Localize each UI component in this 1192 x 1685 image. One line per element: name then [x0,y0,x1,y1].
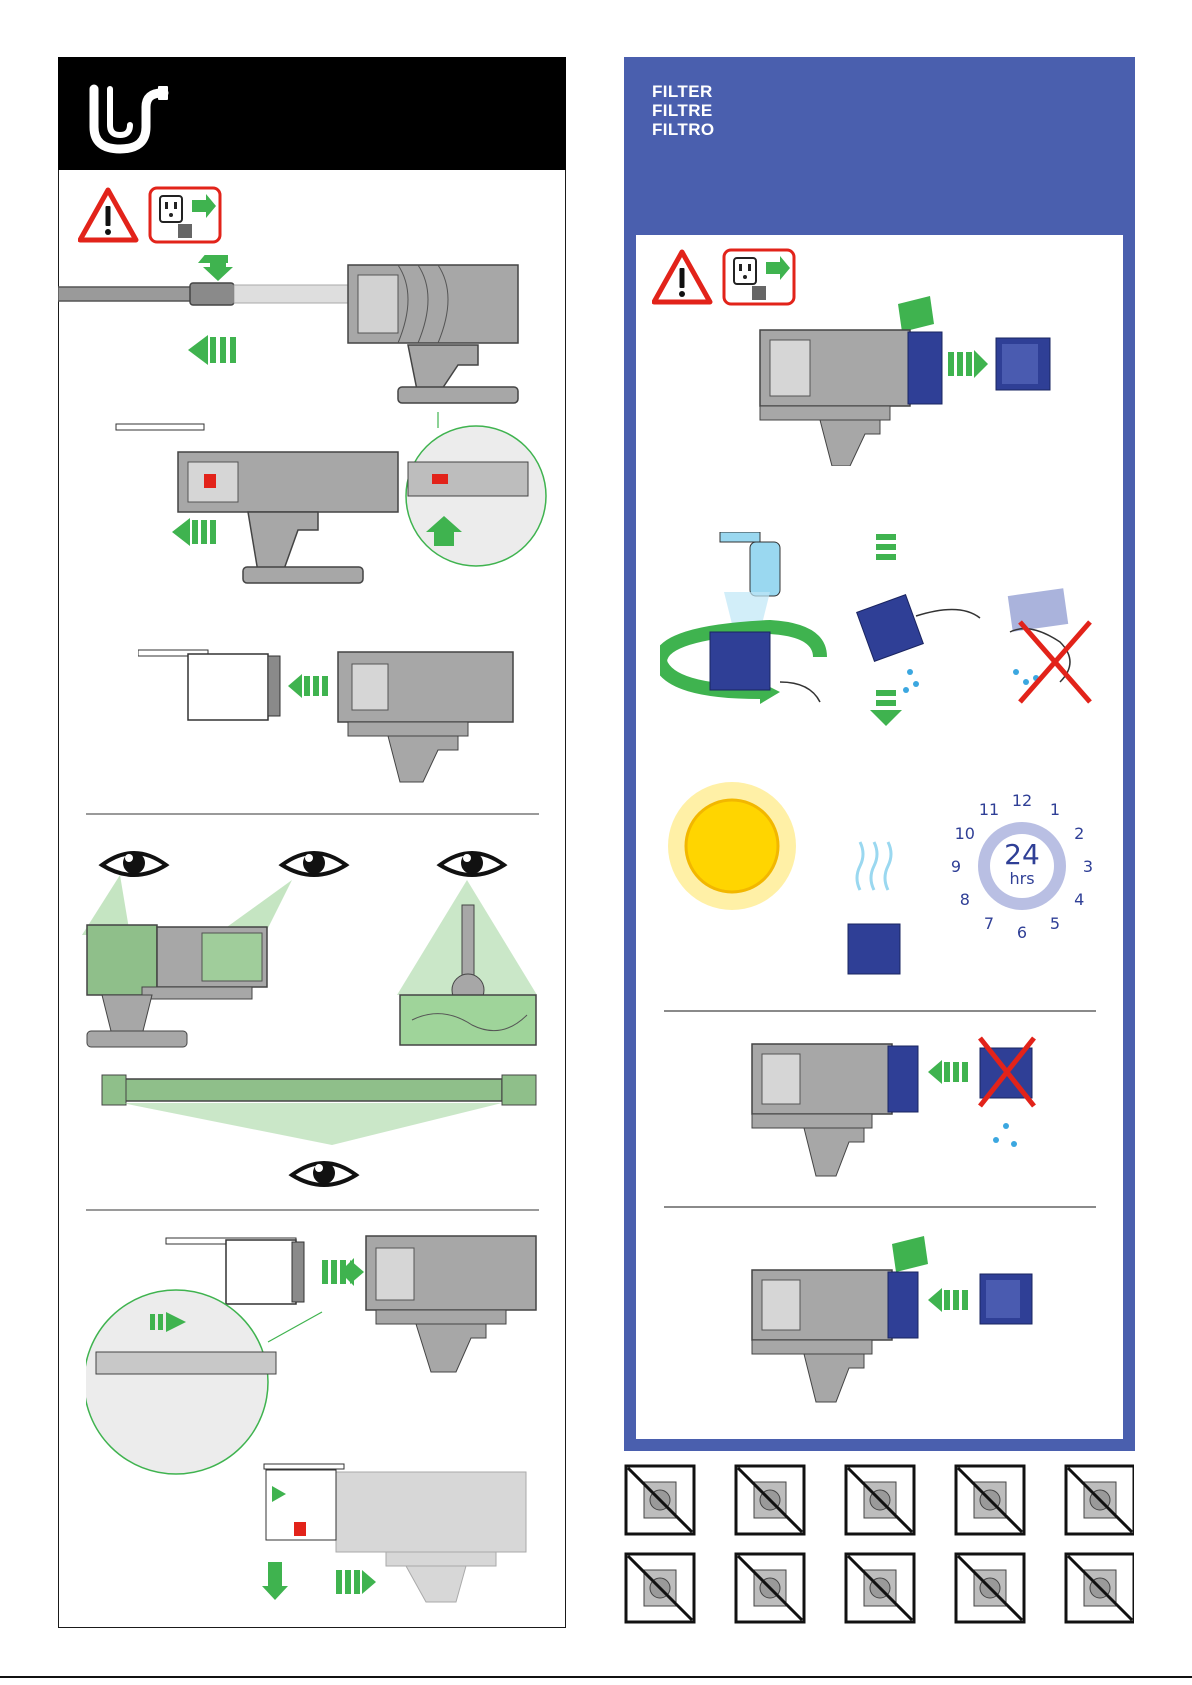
filter-wet-warning-illustration [744,1036,1044,1186]
hose-u-icon [58,57,566,170]
warning-unplug-group [78,186,223,244]
unplug-socket-icon [150,188,220,242]
sun-icon [668,782,796,910]
filter-divider-1 [664,1010,1096,1012]
clock-hours-value: 24 [1004,838,1040,871]
eye-icon [282,852,346,875]
left-divider-2 [86,1209,539,1211]
warning-triangle-icon [80,190,136,240]
no-washing-machine-icon [1066,1466,1134,1534]
prohibited-actions-grid [624,1464,1134,1630]
no-spray-icon [1066,1554,1134,1622]
clock-number: 6 [1017,923,1027,942]
filter-title-group: FILTER FILTRE FILTRO [652,82,715,139]
clock-number: 12 [1012,791,1032,810]
filter-removal-illustration [740,296,1070,466]
bin-reattach-illustration [138,646,538,786]
filter-title-en: FILTER [652,82,715,101]
filter-wash-illustration [660,532,1120,732]
clock-number: 8 [960,890,970,909]
clock-number: 9 [951,857,961,876]
eye-icon [102,852,166,875]
no-fire-icon [956,1554,1024,1622]
reassembly-illustration [86,1232,546,1622]
clock-hours-unit: hrs [1009,869,1034,888]
bin-release-illustration [108,412,558,612]
clock-number: 2 [1074,824,1084,843]
clock-number: 10 [955,824,975,843]
left-divider-1 [86,813,539,815]
clock-number: 11 [979,800,999,819]
no-tap-brush-icon [736,1466,804,1534]
no-hot-tap-icon [626,1466,694,1534]
clock-number: 3 [1083,857,1093,876]
footer-rule [0,1676,1192,1678]
filter-refit-illustration [744,1234,1044,1404]
filter-divider-2 [664,1206,1096,1208]
warning-triangle-icon [654,252,710,302]
vacuum-body [348,265,518,403]
no-dishwasher-icon [846,1554,914,1622]
filter-title-es: FILTRO [652,120,715,139]
no-brush-icon [846,1466,914,1534]
no-microwave-icon [736,1554,804,1622]
filter-title-fr: FILTRE [652,101,715,120]
clock-number: 1 [1050,800,1060,819]
eye-icon [440,852,504,875]
clock-number: 7 [984,914,994,933]
inspection-illustration [82,835,542,1195]
eye-icon [292,1162,356,1185]
left-header-bar [58,57,566,170]
clock-number: 4 [1074,890,1084,909]
no-tumble-dryer-icon [626,1554,694,1622]
no-oven-icon [956,1466,1024,1534]
clock-number: 5 [1050,914,1060,933]
wand-removal-illustration [58,255,538,405]
